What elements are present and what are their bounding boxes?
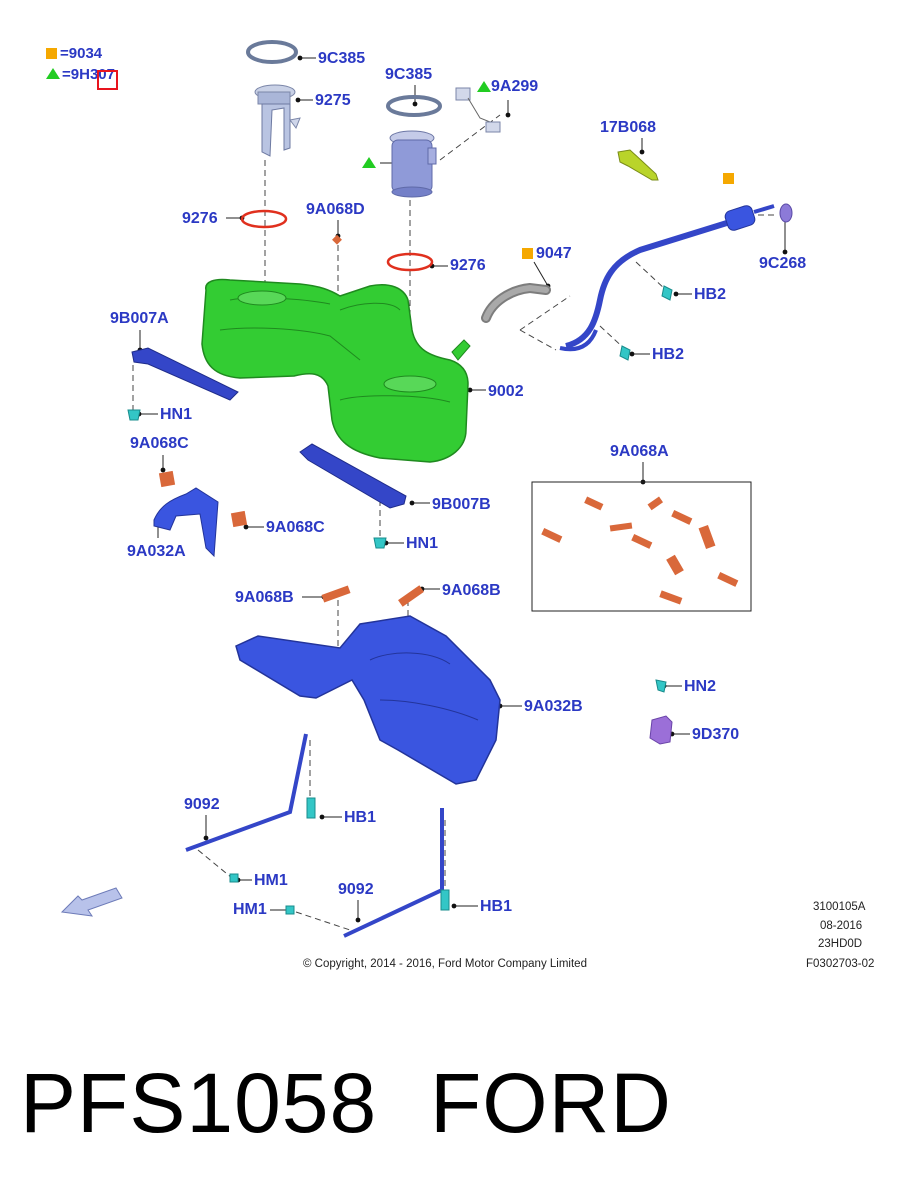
fuel-pump-module — [389, 130, 437, 198]
square-marker-icon — [723, 173, 734, 184]
callout-HN1-left[interactable]: HN1 — [160, 406, 193, 423]
illustration-ref: 23HD0D — [818, 938, 863, 950]
callout-9A068C-top[interactable]: 9A068C — [130, 435, 189, 452]
clip-HB2-top — [661, 285, 673, 301]
callout-9A032B[interactable]: 9A032B — [524, 698, 583, 715]
callout-HN2[interactable]: HN2 — [684, 678, 717, 695]
illustration-date: 08-2016 — [820, 920, 863, 932]
leader-lines — [139, 57, 786, 920]
callout-9C268[interactable]: 9C268 — [759, 255, 807, 272]
callout-HM1-bottom[interactable]: HM1 — [233, 901, 267, 918]
fastener-HN2 — [655, 679, 667, 693]
fastener-HM1-top — [229, 873, 239, 883]
fastener-HN1-mid — [373, 537, 387, 549]
callout-9002[interactable]: 9002 — [488, 383, 524, 400]
callout-9A068A[interactable]: 9A068A — [610, 443, 669, 460]
shield-9A032A — [153, 487, 219, 558]
callout-9B007A[interactable]: 9B007A — [110, 310, 169, 327]
pad-9A068B-right — [398, 585, 424, 607]
pad-9A068C-mid — [230, 510, 248, 528]
callout-9C385-top[interactable]: 9C385 — [318, 50, 366, 67]
strap-9092-left — [185, 733, 308, 852]
fuel-tank-9002 — [201, 278, 471, 463]
callout-9047[interactable]: 9047 — [536, 245, 572, 262]
fastener-HM1-bottom — [285, 905, 295, 915]
fastener-HN1-left — [127, 409, 141, 421]
callout-HB1-right[interactable]: HB1 — [480, 898, 513, 915]
lock-ring-9C385-top — [246, 40, 298, 64]
heat-shield-9B007A — [131, 347, 239, 401]
callout-9B007B[interactable]: 9B007B — [432, 496, 491, 513]
filler-cap-9C268 — [779, 203, 793, 223]
strap-9092-right — [343, 808, 444, 938]
callout-9A068D[interactable]: 9A068D — [306, 201, 365, 218]
callout-HM1-top[interactable]: HM1 — [254, 872, 288, 889]
pad-9A068D — [332, 234, 342, 245]
callout-9092-left[interactable]: 9092 — [184, 796, 220, 813]
callout-9275[interactable]: 9275 — [315, 92, 351, 109]
callout-9A032A[interactable]: 9A032A — [127, 543, 186, 560]
fuel-sender-9275 — [254, 84, 301, 157]
parts-diagram — [60, 40, 793, 938]
level-sensor-9A299 — [455, 87, 501, 133]
pad-9A068C-top — [158, 470, 176, 488]
o-ring-9276-right — [386, 252, 434, 272]
triangle-marker-icon — [477, 81, 491, 92]
lock-ring-9C385-mid — [386, 95, 442, 117]
filler-pipe — [559, 204, 775, 352]
bolt-HB1-left — [306, 797, 316, 819]
copyright-notice: © Copyright, 2014 - 2016, Ford Motor Com… — [303, 958, 587, 970]
pad-kit-9A068A — [531, 481, 752, 612]
callout-9A299[interactable]: 9A299 — [491, 78, 539, 95]
callout-9D370[interactable]: 9D370 — [692, 726, 740, 743]
callout-9276-left[interactable]: 9276 — [182, 210, 218, 227]
part-number-caption: PFS1058 — [20, 1056, 378, 1150]
callout-9092-bottom[interactable]: 9092 — [338, 881, 374, 898]
o-ring-9276-left — [240, 209, 288, 229]
callout-HN1-mid[interactable]: HN1 — [406, 535, 439, 552]
callout-HB2-top[interactable]: HB2 — [694, 286, 727, 303]
illustration-code: 3100105A — [813, 901, 866, 913]
shield-9A032B — [235, 615, 501, 785]
legend-square-item: =9034 — [46, 45, 102, 63]
square-marker-icon — [522, 248, 533, 259]
legend-square-code: 9034 — [68, 45, 103, 62]
bolt-HB1-right — [440, 889, 450, 911]
filler-hose-9047 — [481, 282, 551, 323]
callout-HB1-left[interactable]: HB1 — [344, 809, 377, 826]
callout-9C385-mid[interactable]: 9C385 — [385, 66, 433, 83]
leader-dots — [136, 55, 788, 923]
bracket-9D370 — [649, 715, 673, 745]
selection-highlight-box — [97, 70, 118, 90]
callout-9A068B-right[interactable]: 9A068B — [442, 582, 501, 599]
callout-17B068[interactable]: 17B068 — [600, 119, 657, 136]
callout-HB2-bottom[interactable]: HB2 — [652, 346, 685, 363]
triangle-marker-icon — [46, 68, 60, 79]
clip-HB2-bottom — [619, 345, 631, 361]
direction-arrow-icon — [60, 887, 123, 917]
callout-9A068B-left[interactable]: 9A068B — [235, 589, 294, 606]
callout-9A068C-mid[interactable]: 9A068C — [266, 519, 325, 536]
brand-caption: FORD — [430, 1056, 672, 1150]
heat-shield-9B007B — [299, 443, 407, 509]
triangle-marker-icon — [362, 157, 376, 168]
callout-9276-right[interactable]: 9276 — [450, 257, 486, 274]
bracket-17B068 — [617, 149, 659, 181]
pad-9A068B-left — [321, 585, 351, 603]
illustration-id: F0302703-02 — [806, 958, 875, 970]
square-marker-icon — [46, 48, 57, 59]
